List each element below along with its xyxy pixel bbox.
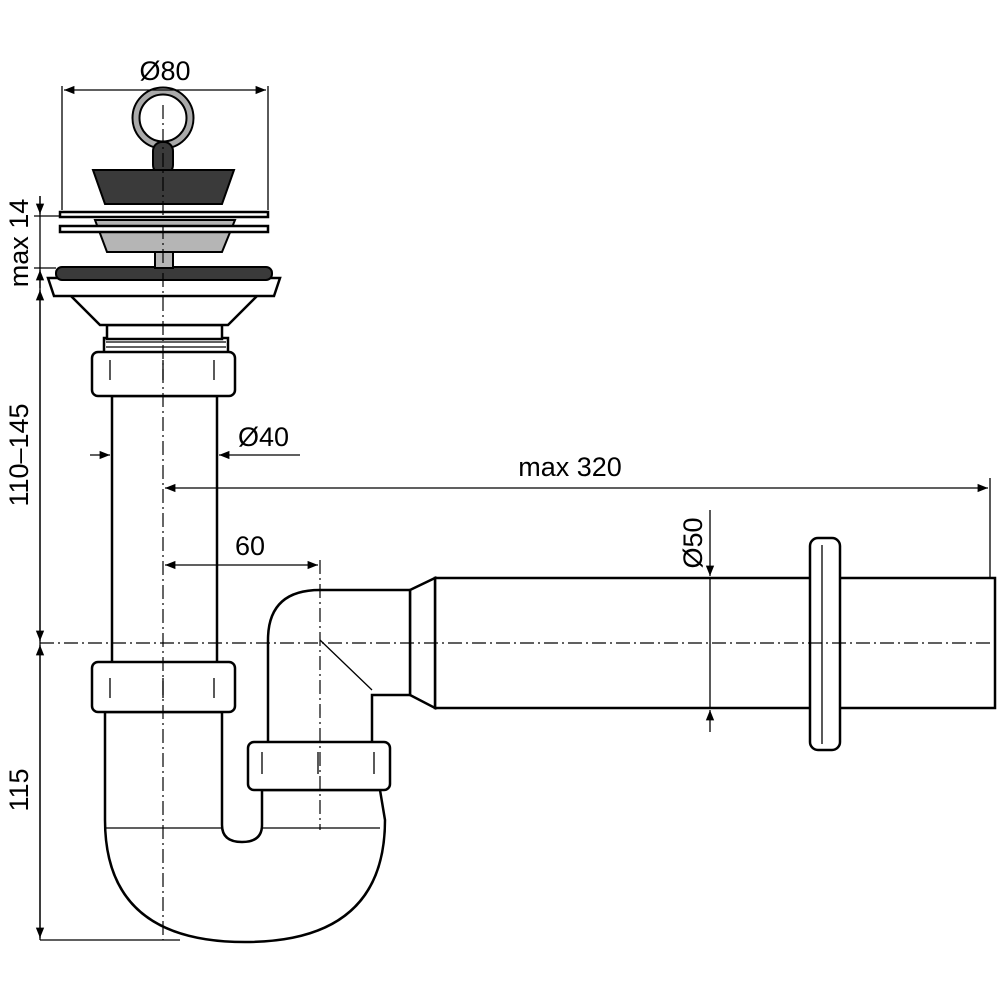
outlet-pipe [408,536,997,752]
dim-outlet-diameter: Ø50 [678,510,715,732]
dim-inlet-diameter: Ø40 [90,422,300,460]
strainer-basket [58,210,270,269]
label-inlet-diameter: Ø40 [238,422,289,452]
trap-elbow [266,588,412,747]
label-flange-height: max 14 [4,199,34,288]
dim-stopper-diameter: Ø80 [61,56,269,210]
label-stopper-diameter: Ø80 [139,56,190,86]
inlet-pipe [110,394,219,666]
label-inlet-height: 110–145 [4,403,34,506]
u-bend [103,710,387,944]
strainer-body [46,266,282,341]
label-outlet-diameter: Ø50 [678,517,708,568]
dim-outlet-length: max 320 [164,452,991,578]
dim-left-heights: max 14 110–145 115 [4,196,180,941]
label-offset: 60 [235,531,265,561]
label-outlet-length: max 320 [518,452,622,482]
right-nut [246,740,392,792]
wall-flange [808,536,842,752]
label-trap-depth: 115 [4,768,34,811]
dim-offset: 60 [164,531,318,570]
